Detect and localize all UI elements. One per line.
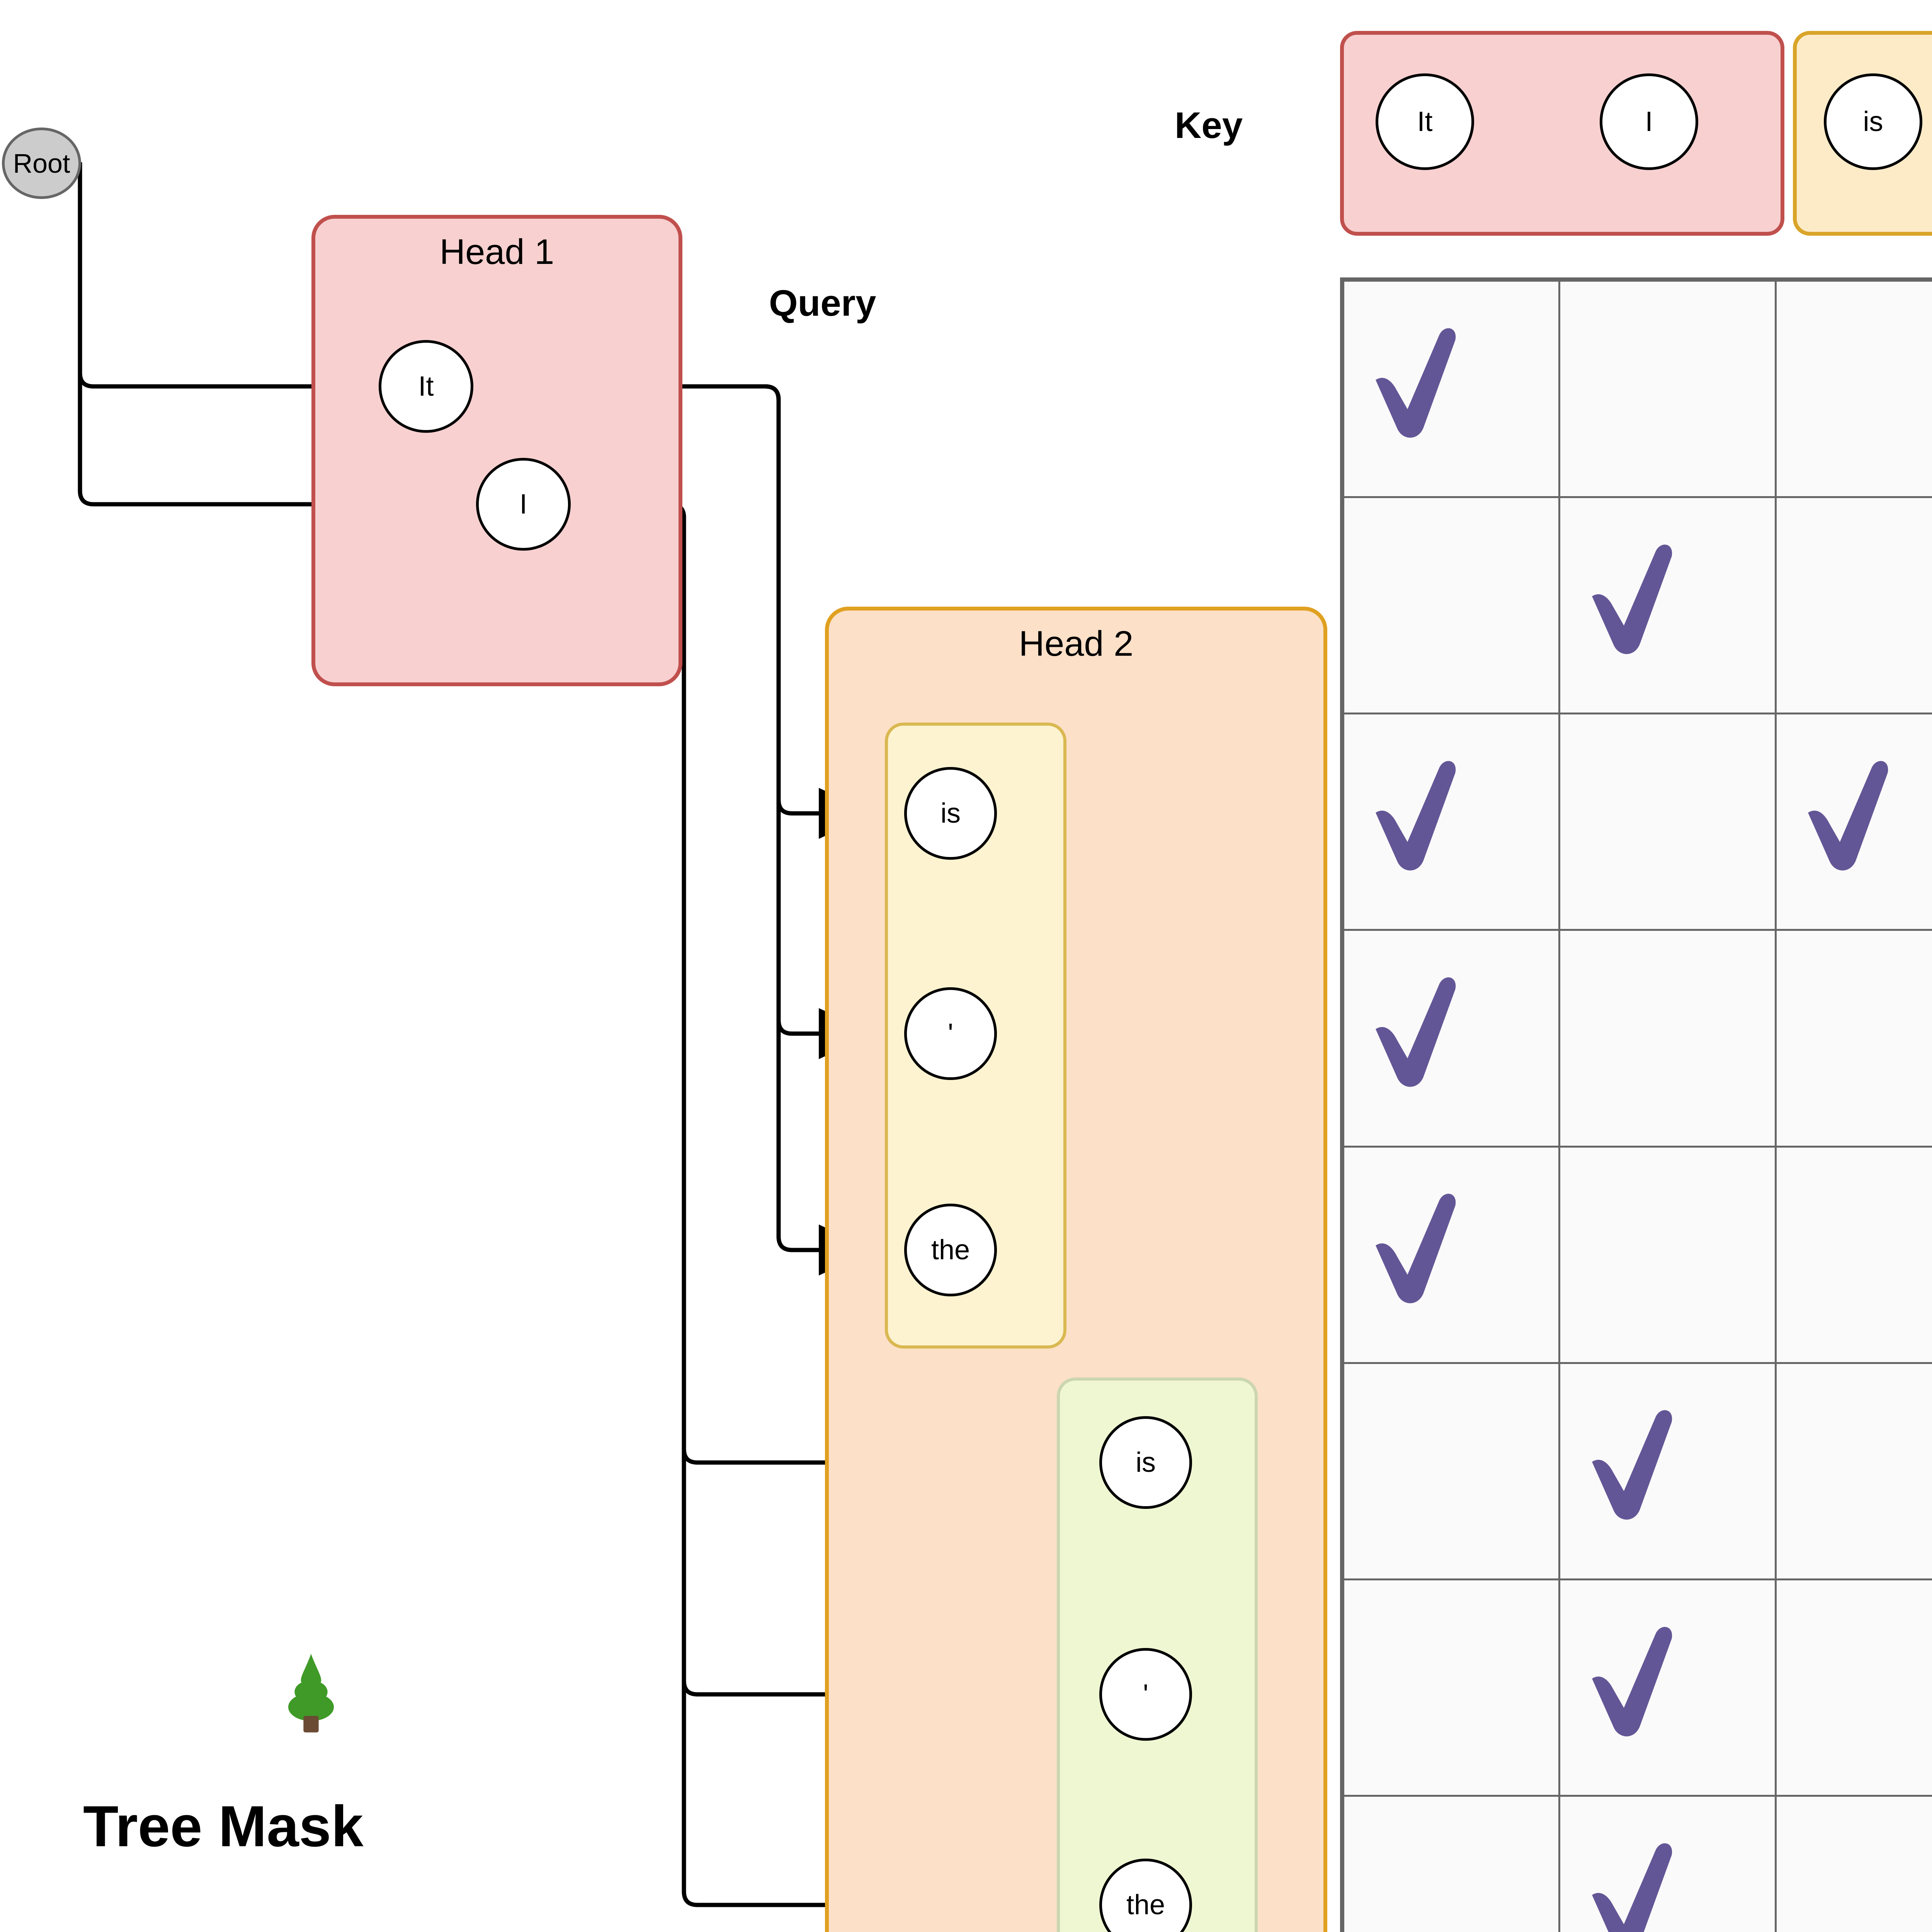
mask-cell[interactable] xyxy=(1560,1147,1775,1362)
mask-cell[interactable] xyxy=(1560,931,1775,1146)
check-icon xyxy=(1376,761,1456,871)
mask-cell[interactable] xyxy=(1560,1580,1775,1795)
node-head1-i-label: I xyxy=(519,489,527,520)
key-token-is-1-label: is xyxy=(1863,106,1883,137)
node-head2-the-2[interactable]: the xyxy=(1099,1859,1192,1932)
key-group-pink xyxy=(1340,31,1784,236)
key-token-it-label: It xyxy=(1417,106,1433,137)
mask-cell[interactable] xyxy=(1560,1796,1775,1932)
mask-cell[interactable] xyxy=(1344,1364,1559,1578)
check-icon xyxy=(1592,1626,1672,1736)
check-icon xyxy=(1376,977,1456,1087)
node-head2-quote-1[interactable]: ' xyxy=(904,987,997,1080)
node-head2-quote-1-label: ' xyxy=(948,1018,953,1049)
node-head2-is-1[interactable]: is xyxy=(904,767,997,860)
node-head2-the-1[interactable]: the xyxy=(904,1204,997,1296)
mask-cell[interactable] xyxy=(1344,1147,1559,1362)
key-token-is-1[interactable]: is xyxy=(1824,73,1922,170)
mask-cell[interactable] xyxy=(1776,931,1932,1146)
node-root-label: Root xyxy=(13,148,70,179)
mask-cell[interactable] xyxy=(1560,714,1775,929)
mask-cell[interactable] xyxy=(1776,282,1932,497)
check-icon xyxy=(1376,328,1456,438)
node-head2-quote-2-label: ' xyxy=(1143,1679,1148,1710)
mask-cell[interactable] xyxy=(1776,498,1932,713)
mask-cell[interactable] xyxy=(1344,931,1559,1146)
node-root[interactable]: Root xyxy=(2,128,81,199)
key-token-it[interactable]: It xyxy=(1376,73,1474,170)
mask-cell[interactable] xyxy=(1560,282,1775,497)
key-label: Key xyxy=(1175,105,1243,146)
evergreen-tree-icon xyxy=(288,1654,334,1733)
tree-mask-caption: Tree Mask xyxy=(83,1794,364,1859)
mask-cell[interactable] xyxy=(1776,1364,1932,1578)
mask-cell[interactable] xyxy=(1776,1147,1932,1362)
mask-cell[interactable] xyxy=(1776,1796,1932,1932)
check-icon xyxy=(1808,761,1888,871)
node-head2-is-1-label: is xyxy=(940,798,961,829)
tree-mask-matrix xyxy=(1340,277,1932,1932)
query-label: Query xyxy=(769,282,876,324)
head2-title: Head 2 xyxy=(1019,624,1134,663)
head1-container: Head 1 xyxy=(311,215,682,686)
mask-cell[interactable] xyxy=(1344,282,1559,497)
check-icon xyxy=(1592,1843,1672,1932)
node-head1-it[interactable]: It xyxy=(379,340,473,433)
node-head2-the-2-label: the xyxy=(1126,1889,1165,1920)
check-icon xyxy=(1592,1410,1672,1520)
mask-cell[interactable] xyxy=(1344,1796,1559,1932)
head1-title: Head 1 xyxy=(439,232,554,272)
mask-cell[interactable] xyxy=(1344,1580,1559,1795)
check-icon xyxy=(1592,544,1672,654)
node-head1-i[interactable]: I xyxy=(476,458,571,551)
mask-cell[interactable] xyxy=(1776,1580,1932,1795)
node-head2-is-2-label: is xyxy=(1136,1447,1156,1478)
mask-cell[interactable] xyxy=(1560,1364,1775,1578)
key-token-i[interactable]: I xyxy=(1600,73,1698,170)
key-token-i-label: I xyxy=(1645,106,1653,137)
mask-cell[interactable] xyxy=(1344,498,1559,713)
mask-cell[interactable] xyxy=(1776,714,1932,929)
node-head1-it-label: It xyxy=(418,371,434,402)
mask-cell[interactable] xyxy=(1344,714,1559,929)
node-head2-the-1-label: the xyxy=(931,1235,970,1265)
check-icon xyxy=(1376,1194,1456,1304)
node-head2-quote-2[interactable]: ' xyxy=(1099,1648,1192,1741)
mask-cell[interactable] xyxy=(1560,498,1775,713)
node-head2-is-2[interactable]: is xyxy=(1099,1416,1192,1509)
